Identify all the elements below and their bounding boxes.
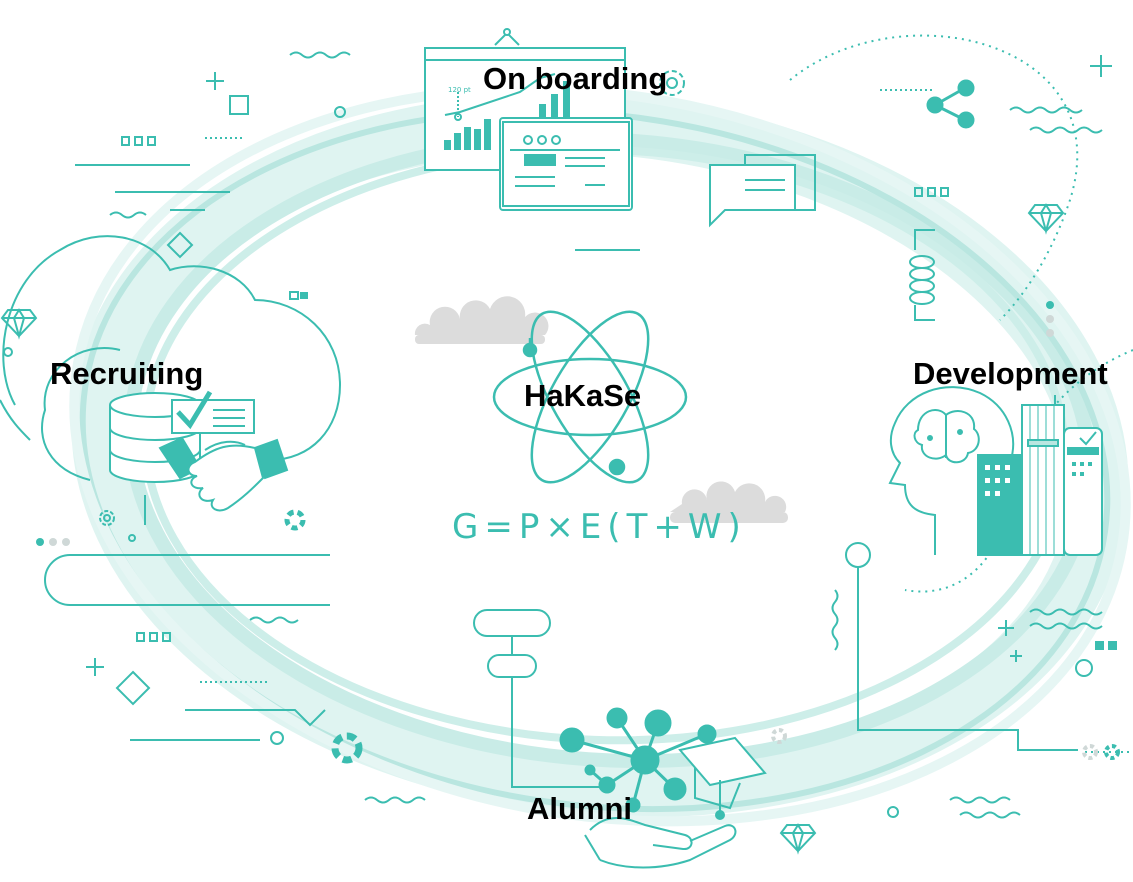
skyscraper-icon [977, 395, 1103, 556]
stage-label-onboarding: On boarding [483, 61, 668, 96]
connector-line [857, 565, 1078, 751]
chart-tick-label: 120 pt [448, 86, 471, 94]
stage-label-recruiting: Recruiting [50, 356, 204, 391]
flowchart-icon [473, 609, 602, 788]
diamond-icon [0, 203, 1065, 855]
stage-label-alumni: Alumni [527, 791, 633, 826]
share-icon [926, 79, 975, 129]
chat-bubble-icon [709, 154, 816, 228]
cloud-outline-icon [0, 235, 342, 481]
graduation-cap-icon [678, 736, 767, 820]
checklist-icon [171, 390, 255, 434]
atom-icon [492, 310, 688, 484]
cloud-icon [414, 296, 788, 523]
dots [36, 291, 1117, 650]
hand-icon [584, 817, 737, 869]
decorative-lines [44, 51, 1133, 819]
building-windows [985, 462, 1092, 496]
handshake-icon [158, 436, 289, 512]
stage-label-development: Development [913, 356, 1108, 391]
center-label: HaKaSe [524, 378, 642, 413]
browser-window-icon [499, 117, 633, 211]
lifebuoy-icon [284, 509, 1120, 764]
small-shapes [3, 55, 1112, 818]
dotted-arc-right [904, 349, 1133, 593]
formula: G=P×E(T+W) [452, 507, 747, 547]
connector-node [845, 542, 871, 568]
spring-icon [909, 229, 935, 321]
network-nodes-icon [559, 707, 717, 813]
